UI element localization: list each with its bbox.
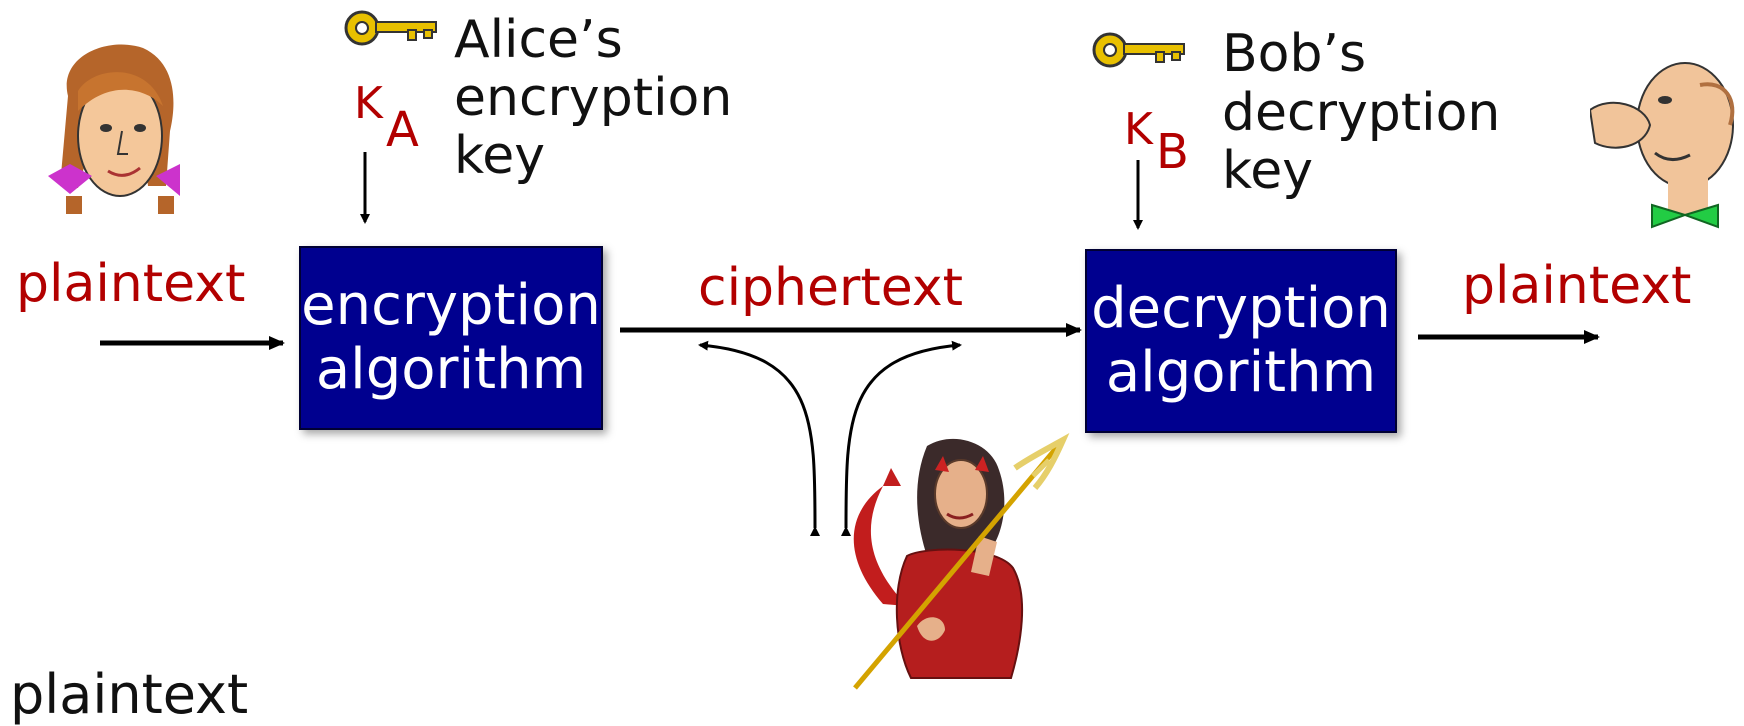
decryption-box-line-1: decryption (1091, 275, 1391, 341)
encryption-box-line-2: algorithm (315, 337, 587, 402)
intercept-right-arrow (840, 340, 962, 537)
key-b-symbol: K (1124, 104, 1153, 155)
decryption-algorithm-box: decryption algorithm (1085, 249, 1397, 433)
alice-key-label-line-3: key (454, 126, 546, 186)
trudy-icon (853, 433, 1070, 690)
arrows-layer (100, 152, 1600, 537)
ciphertext-label: ciphertext (698, 258, 964, 318)
key-a-symbol: K (354, 78, 383, 129)
alice-key-label-line-1: Alice’s (454, 10, 623, 70)
plaintext-right-label: plaintext (1462, 256, 1692, 316)
bob-key-label-line-1: Bob’s (1222, 24, 1367, 84)
bob-key-label-line-2: decryption (1222, 83, 1501, 143)
encryption-box-line-1: encryption (301, 272, 601, 338)
bottom-partial-text: plaintext (10, 663, 249, 726)
alice-icon (48, 44, 180, 214)
key-b-subscript: B (1156, 124, 1189, 180)
decryption-box-line-2: algorithm (1105, 340, 1377, 405)
key-icon (344, 10, 437, 46)
encryption-algorithm-box: encryption algorithm (299, 246, 603, 430)
bob-icon (1590, 62, 1735, 229)
diagram-stage: Alice’s encryption key K A Bob’s decrypt… (10, 10, 1735, 722)
plaintext-left-label: plaintext (16, 254, 246, 314)
key-icon (1092, 32, 1185, 68)
intercept-left-arrow (698, 340, 821, 537)
alice-key-label-line-2: encryption (454, 68, 733, 128)
key-a-subscript: A (386, 102, 419, 158)
bob-key-label-line-3: key (1222, 141, 1314, 201)
